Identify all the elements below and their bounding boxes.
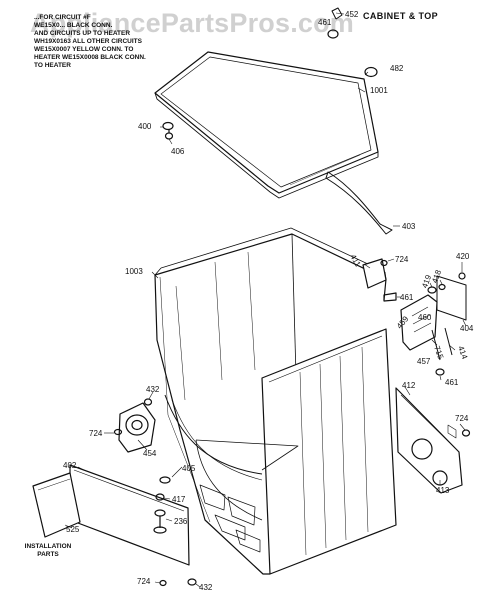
part-label-406[interactable]: 406 — [171, 147, 185, 156]
part-label-460[interactable]: 460 — [418, 313, 432, 322]
part-label-403[interactable]: 403 — [402, 222, 416, 231]
grommet-461-top — [327, 29, 339, 39]
pulley-454 — [118, 402, 156, 453]
wire-715 — [431, 329, 441, 361]
part-label-405[interactable]: 405 — [182, 464, 196, 473]
install-line: PARTS — [37, 551, 59, 558]
install-line: INSTALLATION — [24, 543, 72, 550]
part-label-452[interactable]: 452 — [345, 10, 359, 19]
part-label-432a[interactable]: 432 — [146, 385, 160, 394]
note-line: WE15X0... BLACK CONN. — [34, 22, 113, 29]
part-label-724d[interactable]: 724 — [137, 577, 151, 586]
toe-panel-402 — [69, 464, 190, 566]
part-label-457[interactable]: 457 — [417, 357, 431, 366]
screw-432b — [187, 578, 197, 586]
installation-manual-525 — [32, 472, 81, 538]
part-label-400[interactable]: 400 — [138, 122, 152, 131]
wiring-note: ...FOR CIRCUIT #F WE15X0... BLACK CONN. … — [34, 14, 184, 70]
part-label-404[interactable]: 404 — [460, 324, 474, 333]
note-line: ...FOR CIRCUIT #F — [34, 14, 91, 21]
screw-420 — [458, 272, 466, 280]
rear-panel-412-413 — [395, 387, 463, 494]
note-line: WE15X0007 YELLOW CONN. TO — [34, 46, 134, 53]
screw-724d — [159, 579, 167, 587]
screw-418 — [438, 283, 446, 291]
clip-452 — [331, 7, 343, 20]
installation-parts-label: INSTALLATION PARTS — [18, 543, 78, 559]
screw-419 — [427, 286, 437, 294]
foot-405 — [159, 476, 171, 484]
part-label-525[interactable]: 525 — [66, 525, 80, 534]
part-label-417[interactable]: 417 — [172, 495, 186, 504]
part-label-461-top[interactable]: 461 — [318, 18, 332, 27]
part-label-420[interactable]: 420 — [456, 252, 470, 261]
leveling-leg-236 — [153, 509, 167, 534]
part-label-724c[interactable]: 724 — [89, 429, 103, 438]
section-title: CABINET & TOP — [363, 11, 439, 21]
part-label-482[interactable]: 482 — [390, 64, 404, 73]
part-label-724b[interactable]: 724 — [455, 414, 469, 423]
cabinet-1003 — [154, 227, 397, 575]
part-label-402[interactable]: 402 — [63, 461, 77, 470]
part-label-724-top[interactable]: 724 — [395, 255, 409, 264]
part-label-1001[interactable]: 1001 — [370, 86, 388, 95]
part-label-432b[interactable]: 432 — [199, 583, 213, 592]
part-label-413[interactable]: 413 — [436, 486, 450, 495]
part-label-454[interactable]: 454 — [143, 449, 157, 458]
part-label-236[interactable]: 236 — [174, 517, 188, 526]
thermostat-411 — [362, 258, 387, 289]
lead-414 — [444, 327, 453, 356]
screw-417 — [155, 493, 165, 501]
terminal-block-460 — [400, 294, 438, 351]
gasket-strip-403 — [325, 171, 393, 235]
screw-400-406 — [162, 121, 174, 140]
screw-724c — [461, 429, 471, 437]
fuse-461a — [383, 292, 397, 302]
button-482 — [364, 66, 378, 78]
part-label-461a[interactable]: 461 — [400, 293, 414, 302]
screw-724-top — [380, 259, 388, 267]
fuse-461b — [435, 368, 445, 376]
screw-724b — [113, 428, 123, 436]
note-line: WH19X0163 ALL OTHER CIRCUITS — [34, 38, 142, 45]
note-line: TO HEATER — [34, 62, 71, 69]
bracket-404 — [436, 275, 467, 321]
watermark-text: AppliancePartsPros.com — [30, 8, 355, 38]
part-label-1003[interactable]: 1003 — [125, 267, 143, 276]
part-label-412[interactable]: 412 — [402, 381, 416, 390]
top-panel-1001 — [154, 51, 379, 199]
note-line: HEATER WE15X0008 BLACK CONN. — [34, 54, 146, 61]
note-line: AND CIRCUITS UP TO HEATER — [34, 30, 131, 37]
part-label-461b[interactable]: 461 — [445, 378, 459, 387]
screw-432a — [143, 398, 153, 406]
